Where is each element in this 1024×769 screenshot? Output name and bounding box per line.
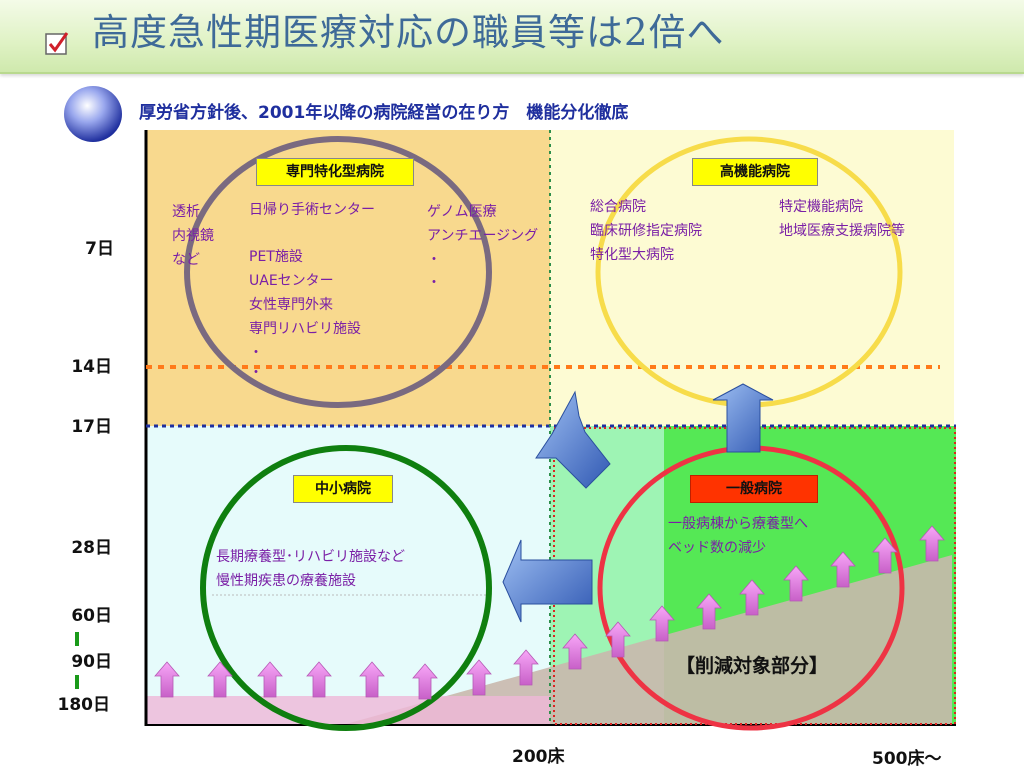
- arrow-up-icon: [154, 661, 180, 698]
- arrow-up-icon: [466, 659, 492, 696]
- small-medium-line: 慢性期疾患の療養施設: [216, 573, 356, 589]
- pink-arrow-group: [154, 525, 945, 700]
- label-small-medium-hospital: 中小病院: [293, 475, 393, 503]
- circle-specialized: [184, 136, 492, 408]
- specialized-col3-line: アンチエージング: [427, 228, 539, 244]
- page-title: 高度急性期医療対応の職員等は2倍へ: [92, 11, 725, 54]
- general-line: ベッド数の減少: [668, 540, 766, 556]
- arrow-up-icon: [739, 579, 765, 616]
- reduction-label: 【削減対象部分】: [676, 655, 829, 677]
- specialized-col2-line: 専門リハビリ施設: [249, 321, 361, 337]
- specialized-col2-line: 日帰り手術センター: [249, 202, 375, 218]
- y-label-60-days: 60日: [71, 606, 112, 626]
- arrow-up-icon: [919, 525, 945, 562]
- arrow-up-icon: [562, 633, 588, 670]
- sphere-bullet-icon: [64, 86, 122, 142]
- y-label-17-days: 17日: [71, 417, 112, 437]
- arrow-up-icon: [872, 537, 898, 574]
- specialized-col2-line: PET施設: [249, 249, 303, 265]
- small-medium-line: 長期療養型･リハビリ施設など: [216, 549, 405, 565]
- bottom-pink-band: [146, 696, 550, 724]
- specialized-col2-line: ・: [249, 365, 263, 381]
- arrow-up-left-icon: [535, 390, 611, 489]
- high-function-col1-line: 特化型大病院: [590, 247, 674, 263]
- high-function-col1-line: 総合病院: [590, 199, 646, 215]
- y-label-180-days: 180日: [57, 695, 111, 715]
- x-label-200-beds: 200床: [512, 747, 565, 767]
- subtitle: 厚労省方針後、2001年以降の病院経営の在り方 機能分化徹底: [139, 103, 629, 123]
- arrow-up-icon: [412, 663, 438, 700]
- y-label-7-days: 7日: [85, 239, 114, 259]
- checkbox-check-icon: [45, 32, 69, 55]
- general-line: 一般病棟から療養型へ: [668, 516, 808, 532]
- arrow-up-icon: [783, 565, 809, 602]
- high-function-col1-line: 臨床研修指定病院: [590, 223, 702, 239]
- specialized-col1-line: など: [172, 252, 200, 268]
- arrow-up-icon: [359, 661, 385, 698]
- specialized-col3-line: ・: [427, 275, 441, 291]
- x-label-500-beds: 500床～: [872, 749, 942, 769]
- y-label-14-days: 14日: [71, 357, 112, 377]
- circle-small-medium: [200, 445, 492, 731]
- arrow-up-icon: [712, 383, 774, 453]
- label-high-function-hospital: 高機能病院: [692, 158, 818, 186]
- arrow-up-icon: [513, 649, 539, 686]
- label-specialized-hospital: 専門特化型病院: [256, 158, 414, 186]
- label-general-hospital: 一般病院: [690, 475, 818, 503]
- y-label-90-days: 90日: [71, 652, 112, 672]
- y-axis-tick-bar: [75, 632, 79, 646]
- specialized-col3-line: ゲノム医療: [427, 204, 497, 220]
- specialized-col1-line: 透析: [172, 204, 200, 220]
- high-function-col2-line: 特定機能病院: [779, 199, 863, 215]
- title-bar: [0, 0, 1024, 74]
- arrow-up-icon: [605, 621, 631, 658]
- arrow-left-icon: [502, 539, 593, 623]
- arrow-up-icon: [306, 661, 332, 698]
- arrow-up-icon: [257, 661, 283, 698]
- specialized-col1-line: 内視鏡: [172, 228, 214, 244]
- arrow-up-icon: [696, 593, 722, 630]
- specialized-col2-line: UAEセンター: [249, 273, 334, 289]
- specialized-col2-line: 女性専門外来: [249, 297, 333, 313]
- arrow-up-icon: [207, 661, 233, 698]
- y-axis-tick-bar: [75, 675, 79, 689]
- arrow-up-icon: [649, 605, 675, 642]
- specialized-col2-line: ・: [249, 345, 263, 361]
- high-function-col2-line: 地域医療支援病院等: [779, 223, 905, 239]
- y-label-28-days: 28日: [71, 538, 112, 558]
- specialized-col3-line: ・: [427, 252, 441, 268]
- arrow-up-icon: [830, 551, 856, 588]
